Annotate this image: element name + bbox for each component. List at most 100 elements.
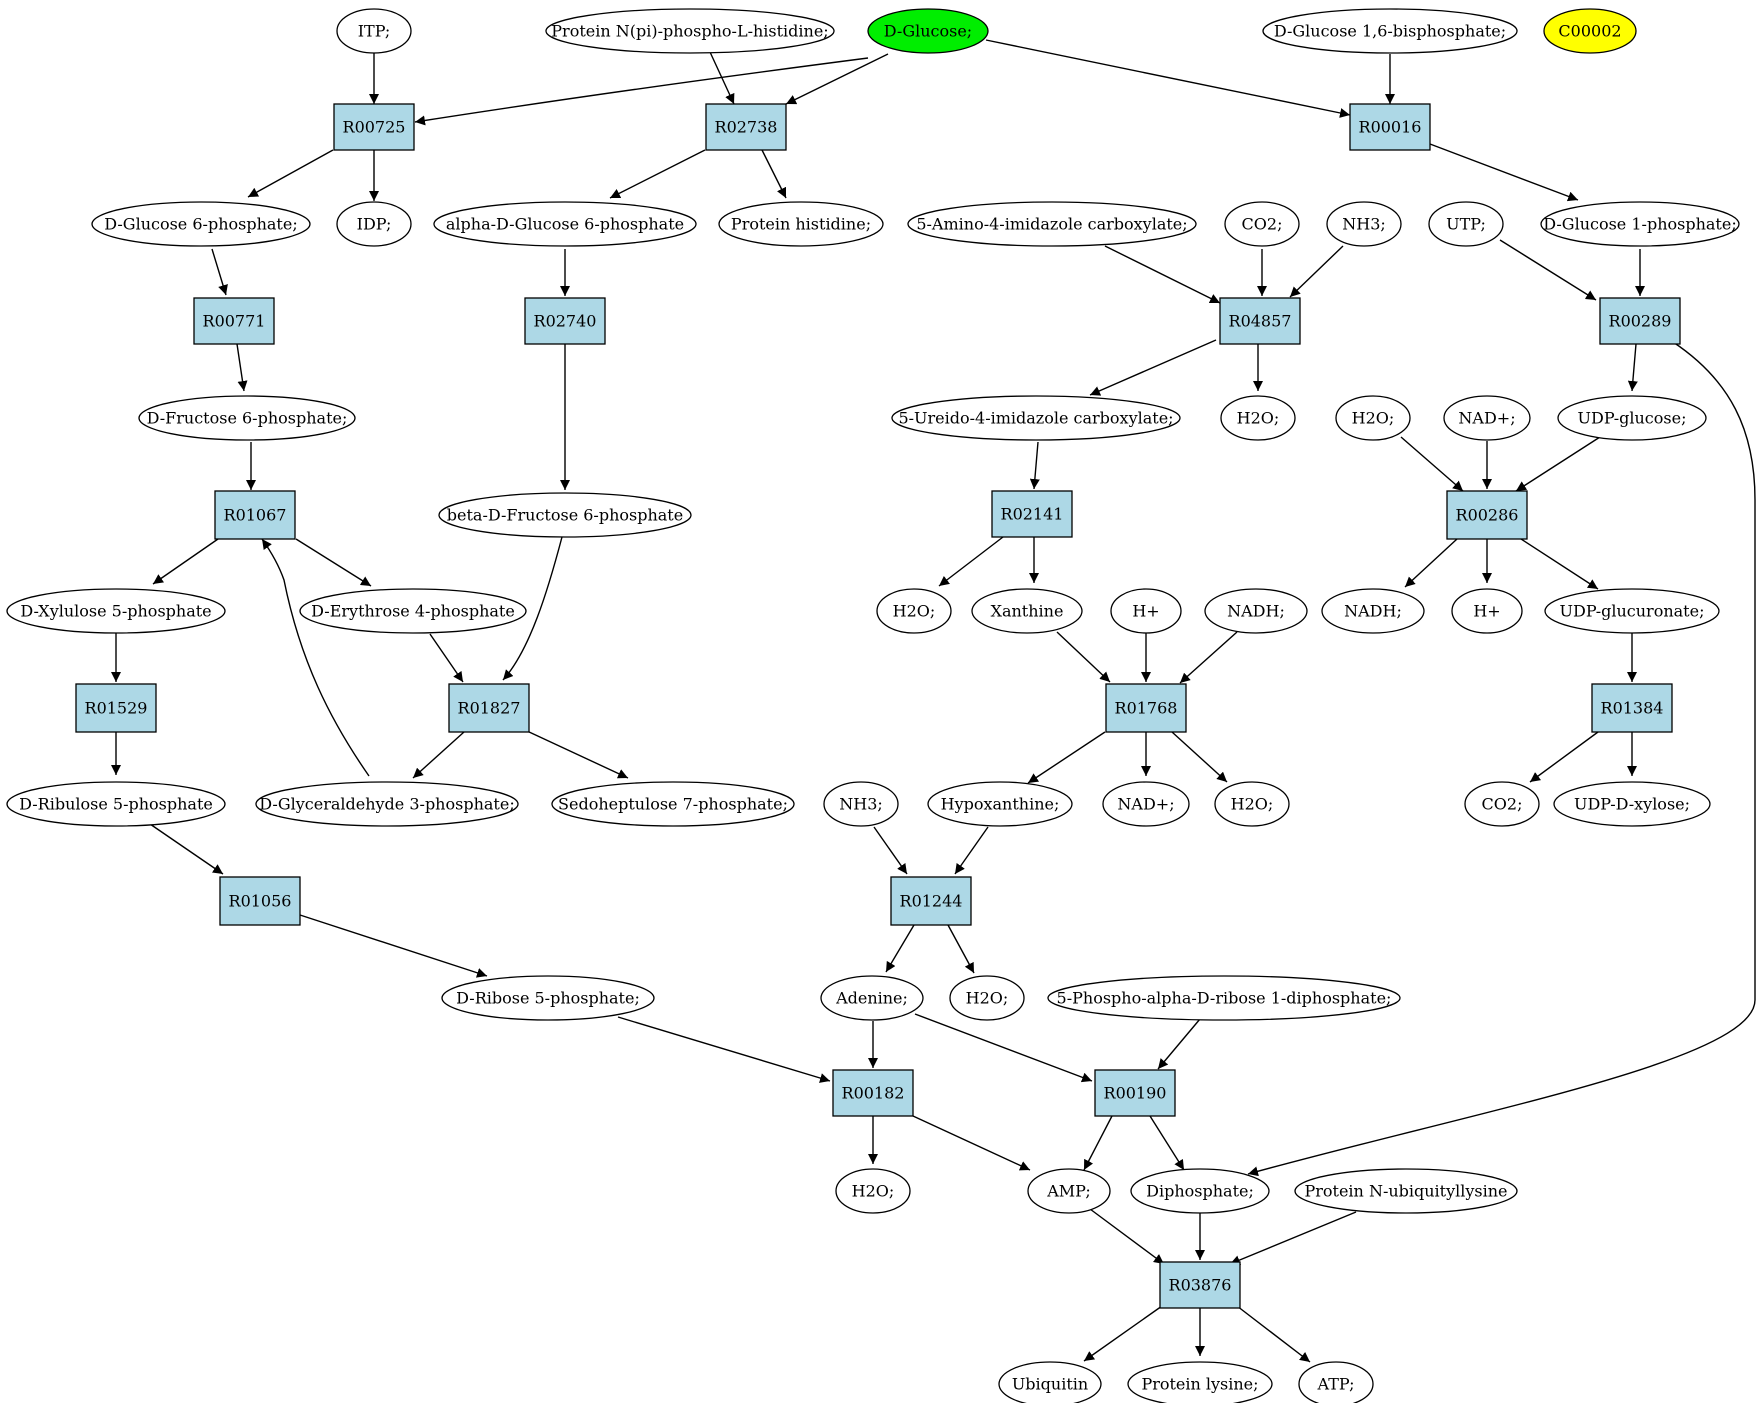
compound-node[interactable]: H+ bbox=[1110, 588, 1182, 634]
compound-node[interactable]: H2O; bbox=[876, 588, 952, 634]
edge bbox=[947, 924, 975, 974]
edge bbox=[609, 149, 706, 199]
reaction-node[interactable]: R01067 bbox=[214, 490, 296, 540]
compound-node[interactable]: CO2; bbox=[1464, 781, 1540, 827]
compound-node[interactable]: Protein N-ubiquityllysine bbox=[1294, 1168, 1518, 1214]
reaction-node[interactable]: R01827 bbox=[448, 683, 530, 733]
compound-label: NAD+; bbox=[1117, 795, 1174, 814]
compound-node[interactable]: ITP; bbox=[336, 8, 412, 54]
reaction-label: R01827 bbox=[458, 699, 521, 718]
reaction-label: R02141 bbox=[1001, 505, 1064, 524]
edge bbox=[709, 51, 735, 105]
compound-node[interactable]: H2O; bbox=[835, 1168, 911, 1214]
compound-node[interactable]: 5-Amino-4-imidazole carboxylate; bbox=[907, 201, 1197, 247]
compound-node[interactable]: Diphosphate; bbox=[1130, 1168, 1270, 1214]
compound-node[interactable]: NAD+; bbox=[1102, 781, 1190, 827]
reaction-node[interactable]: R00725 bbox=[333, 103, 415, 151]
compound-label: Protein histidine; bbox=[731, 215, 871, 234]
compound-node[interactable]: NAD+; bbox=[1443, 395, 1531, 441]
reaction-node[interactable]: R02738 bbox=[705, 103, 787, 151]
highlighted-compound-node[interactable]: C00002 bbox=[1543, 8, 1637, 54]
compound-node[interactable]: D-Glyceraldehyde 3-phosphate; bbox=[255, 781, 519, 827]
edge bbox=[1056, 631, 1111, 683]
reaction-node[interactable]: R00190 bbox=[1094, 1069, 1176, 1117]
reaction-label: R01056 bbox=[229, 892, 292, 911]
edge bbox=[1083, 1115, 1113, 1171]
reaction-label: R00289 bbox=[1609, 312, 1672, 331]
reaction-node[interactable]: R00289 bbox=[1599, 297, 1681, 345]
compound-node[interactable]: Ubiquitin bbox=[998, 1361, 1102, 1403]
compound-node[interactable]: H2O; bbox=[1214, 781, 1290, 827]
reaction-node[interactable]: R00182 bbox=[832, 1069, 914, 1117]
compound-label: NADH; bbox=[1344, 602, 1402, 621]
reaction-node[interactable]: R02740 bbox=[524, 297, 606, 345]
compound-node[interactable]: D-Erythrose 4-phosphate bbox=[299, 588, 527, 634]
reaction-node[interactable]: R01244 bbox=[890, 876, 972, 926]
compound-node[interactable]: Sedoheptulose 7-phosphate; bbox=[551, 781, 795, 827]
compound-node[interactable]: UTP; bbox=[1428, 201, 1504, 247]
reaction-node[interactable]: R04857 bbox=[1219, 297, 1301, 345]
edge bbox=[1429, 143, 1579, 202]
compound-node[interactable]: H2O; bbox=[949, 975, 1025, 1021]
compound-node[interactable]: H2O; bbox=[1220, 395, 1296, 441]
reaction-node[interactable]: R00771 bbox=[193, 297, 275, 345]
reaction-node[interactable]: R02141 bbox=[991, 490, 1073, 538]
reaction-node[interactable]: R03876 bbox=[1159, 1261, 1241, 1309]
compound-node[interactable]: 5-Phospho-alpha-D-ribose 1-diphosphate; bbox=[1047, 975, 1401, 1021]
compound-node[interactable]: UDP-glucuronate; bbox=[1544, 588, 1720, 634]
compound-node[interactable]: UDP-D-xylose; bbox=[1553, 781, 1711, 827]
compound-label: D-Glucose; bbox=[884, 22, 972, 41]
compound-label: D-Ribulose 5-phosphate bbox=[19, 795, 213, 814]
edge bbox=[429, 633, 464, 683]
compound-node[interactable]: UDP-glucose; bbox=[1557, 395, 1707, 441]
compound-node[interactable]: 5-Ureido-4-imidazole carboxylate; bbox=[891, 395, 1181, 441]
compound-node[interactable]: Protein histidine; bbox=[718, 201, 884, 247]
reaction-node[interactable]: R01768 bbox=[1105, 683, 1187, 733]
compound-node[interactable]: D-Ribose 5-phosphate; bbox=[441, 975, 655, 1021]
compound-node[interactable]: H+ bbox=[1451, 588, 1523, 634]
compound-node[interactable]: NH3; bbox=[823, 781, 899, 827]
reaction-node[interactable]: R00286 bbox=[1446, 490, 1528, 540]
compound-label: H2O; bbox=[1352, 409, 1395, 428]
reaction-label: R01384 bbox=[1601, 699, 1664, 718]
compound-node[interactable]: ATP; bbox=[1298, 1361, 1374, 1403]
reaction-label: R01768 bbox=[1115, 699, 1178, 718]
compound-label: D-Fructose 6-phosphate; bbox=[147, 409, 348, 428]
compound-node[interactable]: D-Xylulose 5-phosphate bbox=[6, 588, 226, 634]
compound-node[interactable]: IDP; bbox=[336, 201, 412, 247]
compound-node[interactable]: alpha-D-Glucose 6-phosphate bbox=[433, 201, 697, 247]
compound-label: Protein lysine; bbox=[1141, 1375, 1258, 1394]
compound-node[interactable]: D-Glucose 1-phosphate; bbox=[1540, 201, 1740, 247]
compound-label: C00002 bbox=[1558, 22, 1621, 41]
compound-label: H2O; bbox=[893, 602, 936, 621]
compound-node[interactable]: NH3; bbox=[1326, 201, 1402, 247]
reaction-node[interactable]: R01056 bbox=[219, 876, 301, 926]
compound-node[interactable]: CO2; bbox=[1224, 201, 1300, 247]
compound-node[interactable]: beta-D-Fructose 6-phosphate bbox=[438, 492, 692, 538]
reaction-node[interactable]: R01529 bbox=[75, 683, 157, 733]
compound-node[interactable]: Hypoxanthine; bbox=[927, 781, 1073, 827]
edge bbox=[414, 57, 869, 126]
edge bbox=[1089, 339, 1217, 396]
compound-node[interactable]: Protein N(pi)-phospho-L-histidine; bbox=[545, 8, 835, 54]
compound-node[interactable]: D-Glucose 6-phosphate; bbox=[91, 201, 311, 247]
edge bbox=[1499, 239, 1597, 301]
compound-node[interactable]: Xanthine bbox=[971, 588, 1083, 634]
compound-node[interactable]: Protein lysine; bbox=[1127, 1361, 1273, 1403]
edge bbox=[236, 343, 248, 392]
source-compound-node[interactable]: D-Glucose; bbox=[867, 8, 989, 54]
edge bbox=[1171, 731, 1228, 783]
reaction-node[interactable]: R00016 bbox=[1349, 103, 1431, 151]
compound-node[interactable]: H2O; bbox=[1335, 395, 1411, 441]
reaction-node[interactable]: R01384 bbox=[1591, 683, 1673, 733]
compound-node[interactable]: NADH; bbox=[1204, 588, 1308, 634]
reaction-label: R00016 bbox=[1359, 118, 1422, 137]
compound-node[interactable]: D-Fructose 6-phosphate; bbox=[138, 395, 356, 441]
compound-label: H2O; bbox=[1231, 795, 1274, 814]
compound-node[interactable]: Adenine; bbox=[820, 975, 924, 1021]
compound-node[interactable]: AMP; bbox=[1027, 1168, 1111, 1214]
compound-node[interactable]: D-Ribulose 5-phosphate bbox=[6, 781, 226, 827]
compound-node[interactable]: NADH; bbox=[1321, 588, 1425, 634]
compound-node[interactable]: D-Glucose 1,6-bisphosphate; bbox=[1262, 8, 1518, 54]
